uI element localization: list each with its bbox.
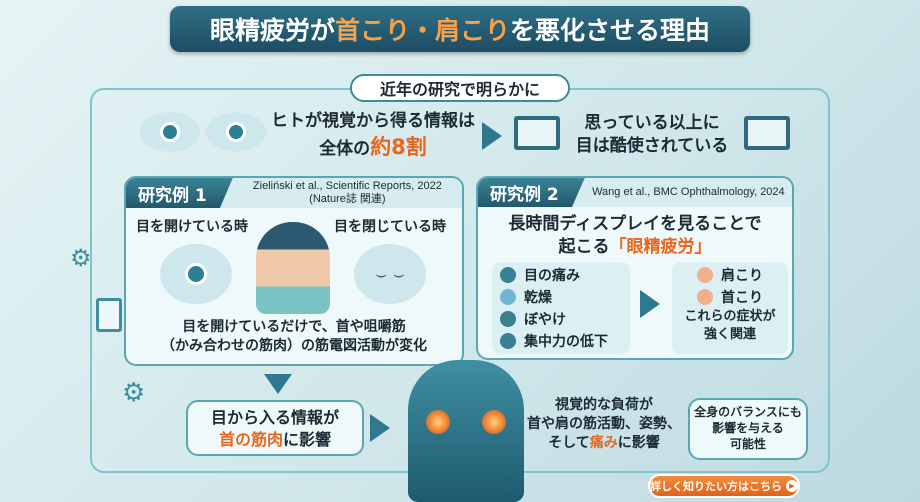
gear-icon: ⚙	[122, 378, 146, 408]
caption-line1: 目を開けているだけで、首や咀嚼筋	[182, 319, 406, 335]
blurry-eye-icon	[500, 311, 516, 327]
eyes-open-label: 目を開けている時	[136, 219, 248, 235]
symptom-item: ぼやけ	[500, 308, 622, 330]
symptom-item: 集中力の低下	[500, 330, 622, 352]
mid-line3: そして	[548, 434, 590, 451]
study1-caption: 目を開けているだけで、首や咀嚼筋 （かみ合わせの筋肉）の筋電図活動が変化	[126, 318, 462, 356]
study1-card: 研究例 1 Zieliński et al., Scientific Repor…	[124, 176, 464, 366]
intro-highlight: 約8割	[370, 134, 427, 159]
intro-text: ヒトが視覚から得る情報は全体の約8割	[268, 110, 478, 161]
study1-citation: Zieliński et al., Scientific Reports, 20…	[252, 179, 442, 192]
bottom-right-box: 全身のバランスにも影響を与える可能性	[688, 398, 808, 460]
monitor-icon	[514, 116, 560, 150]
title-text-end: を悪化させる理由	[510, 16, 711, 45]
relation-line2: 強く関連	[703, 326, 756, 342]
study1-citation-note: (Nature誌 関連)	[309, 193, 386, 205]
study2-tag: 研究例 2	[478, 178, 585, 207]
bottom-left-line2: に影響	[283, 429, 332, 449]
shoulder-icon	[697, 267, 713, 283]
intro-line2: 全体の	[319, 138, 371, 159]
bottom-left-line1: 目から入る情報が	[210, 408, 339, 427]
title-text: 眼精疲労が	[209, 16, 335, 45]
title-highlight: 首こり・肩こり	[334, 16, 510, 45]
water-drop-icon	[500, 289, 516, 305]
mid-highlight: 痛み	[589, 434, 618, 451]
heading-line1: 長時間ディスプレイを見ることで	[508, 214, 762, 234]
symptom-label: 集中力の低下	[524, 334, 608, 350]
open-eye-icon	[160, 244, 232, 304]
right-line1: 全身のバランスにも	[694, 405, 802, 419]
gear-icon: ⚙	[70, 244, 92, 272]
result-label: 肩こり	[721, 268, 763, 284]
mid-line2: 首や肩の筋活動、姿勢、	[527, 415, 681, 432]
result-line2: 目は酷使されている	[575, 135, 729, 156]
eye-icon	[206, 112, 266, 152]
subtitle-badge: 近年の研究で明らかに	[350, 74, 570, 102]
result-item: 首こり	[676, 286, 784, 308]
bottom-left-highlight: 首の筋肉	[218, 429, 283, 449]
document-icon	[96, 298, 122, 332]
head-brain-icon	[500, 333, 516, 349]
symptom-item: 乾燥	[500, 286, 622, 308]
pain-spot	[426, 410, 450, 434]
caption-line2: （かみ合わせの筋肉）の筋電図活動が変化	[161, 337, 427, 354]
person-illustration	[256, 222, 330, 314]
mid-line1: 視覚的な負荷が	[555, 397, 653, 413]
symptom-list: 目の痛み 乾燥 ぼやけ 集中力の低下	[492, 262, 630, 354]
page-title: 眼精疲労が首こり・肩こりを悪化させる理由	[170, 6, 750, 52]
eyes-closed-label: 目を閉じている時	[334, 219, 446, 235]
right-line3: 可能性	[729, 437, 766, 452]
symptom-item: 目の痛み	[500, 264, 622, 286]
result-item: 肩こり	[676, 264, 784, 286]
study1-tag: 研究例 1	[126, 178, 233, 208]
monitor-gear-icon	[744, 116, 790, 150]
result-list: 肩こり 首こり これらの症状が強く関連	[672, 262, 788, 354]
pain-spot	[482, 410, 506, 434]
heading-line2: 起こる	[558, 236, 610, 257]
intro-result: 思っている以上に目は酷使されている	[566, 112, 738, 158]
study2-citation: Wang et al., BMC Ophthalmology, 2024	[592, 185, 785, 198]
result-label: 首こり	[721, 290, 763, 306]
heading-highlight: 「眼精疲労」	[609, 236, 712, 257]
result-line1: 思っている以上に	[584, 113, 720, 133]
neck-icon	[697, 289, 713, 305]
bottom-left-box: 目から入る情報が首の筋肉に影響	[186, 400, 364, 456]
arrow-icon	[482, 122, 502, 150]
intro-line1: ヒトが視覚から得る情報は	[271, 111, 475, 131]
bottom-mid-text: 視覚的な負荷が首や肩の筋活動、姿勢、そして痛みに影響	[524, 396, 684, 453]
relation-text: これらの症状が強く関連	[676, 308, 784, 343]
eye-icon	[500, 267, 516, 283]
arrow-icon	[370, 414, 390, 442]
study2-card: 研究例 2 Wang et al., BMC Ophthalmology, 20…	[476, 176, 794, 360]
eye-icon	[140, 112, 200, 152]
study2-heading: 長時間ディスプレイを見ることで起こる「眼精疲労」	[478, 213, 792, 259]
play-circle-icon: ▶	[786, 480, 798, 492]
learn-more-button[interactable]: 詳しく知りたい方はこちら ▶	[648, 474, 800, 498]
relation-line1: これらの症状が	[684, 309, 776, 324]
arrow-icon	[640, 290, 660, 318]
symptom-label: 乾燥	[524, 290, 552, 306]
mid-line3-end: に影響	[617, 434, 660, 451]
symptom-label: ぼやけ	[524, 312, 566, 328]
body-figure-illustration	[408, 360, 524, 502]
closed-eye-icon: ⌣ ⌣	[354, 244, 426, 304]
right-line2: 影響を与える	[712, 421, 784, 436]
learn-more-label: 詳しく知りたい方はこちら	[650, 480, 782, 493]
symptom-label: 目の痛み	[524, 268, 580, 284]
down-arrow-icon	[264, 374, 292, 394]
